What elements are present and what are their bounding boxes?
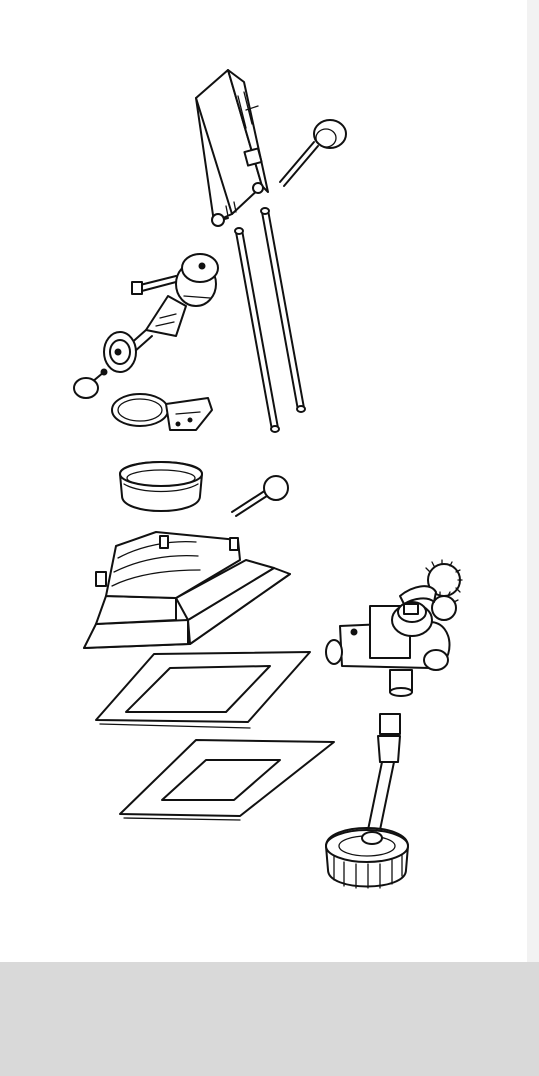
bellows-adapter-ring-part <box>120 462 202 511</box>
focus-knob-assembly-part <box>104 254 218 372</box>
bellows-frame-part <box>84 532 290 648</box>
gasket-frame-upper-part <box>96 652 310 728</box>
small-thumbscrew-part <box>74 369 107 398</box>
gear-clamp-block-part <box>326 560 462 696</box>
drive-shaft-part <box>326 714 408 888</box>
mounting-ring-bracket-part <box>112 394 212 430</box>
diagram-canvas <box>0 0 527 962</box>
short-locking-pin-part <box>280 120 346 186</box>
footer-band <box>0 962 539 1076</box>
long-locking-pin-part <box>232 476 288 516</box>
right-scroll-rail <box>527 0 539 962</box>
guide-rods-part <box>235 208 305 432</box>
lens-board-part <box>196 70 268 226</box>
gasket-frame-lower-part <box>120 740 334 820</box>
exploded-parts-diagram <box>0 0 527 962</box>
